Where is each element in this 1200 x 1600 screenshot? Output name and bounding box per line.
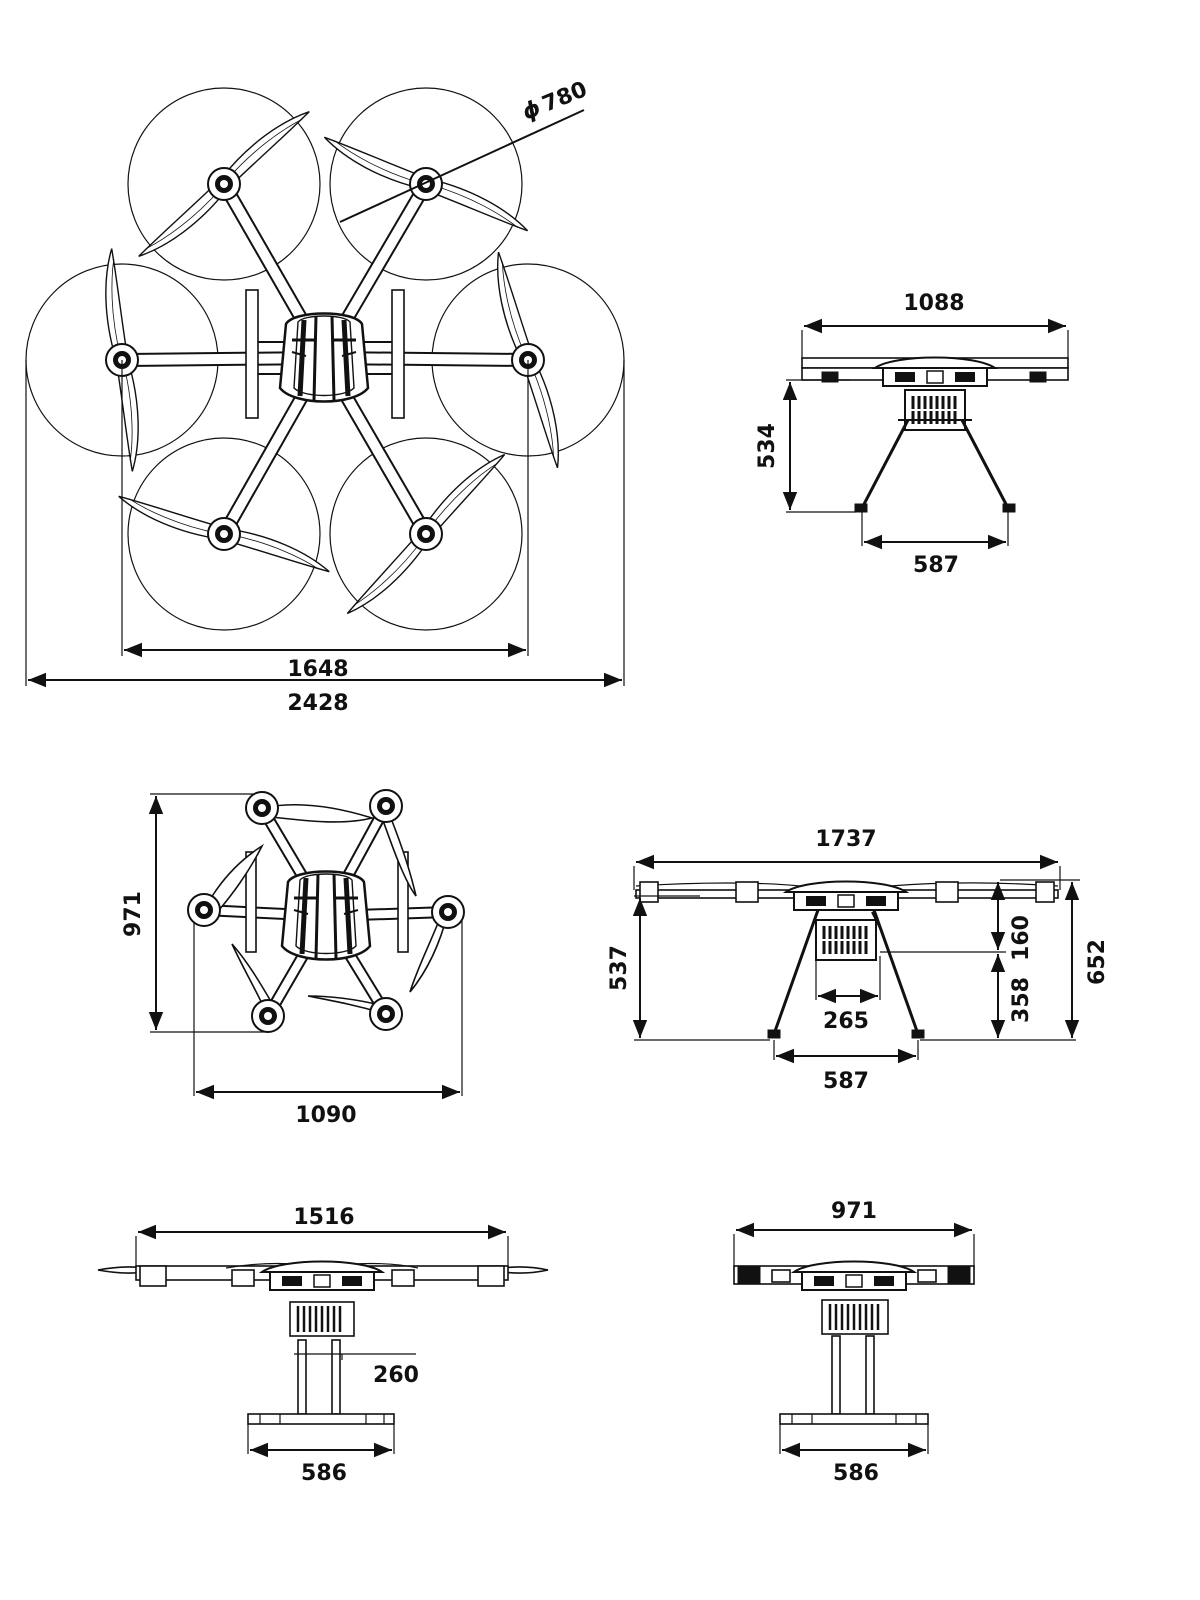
motor-icon: [207, 517, 241, 551]
front-height-label: 534: [755, 423, 780, 469]
battery-width-label: 265: [823, 1009, 869, 1034]
folded-front-view: 1516 260 586: [97, 1205, 549, 1486]
front-view: 1088 534 587: [755, 291, 1069, 578]
front-gear-label: 587: [913, 553, 959, 578]
arm-height-label: 160: [1009, 915, 1034, 961]
front-width-label: 1088: [903, 291, 964, 316]
motor-icon: [409, 167, 443, 201]
folded-front-skid-label: 586: [301, 1461, 347, 1486]
side-width-label: 1737: [815, 827, 876, 852]
folded-front-inner-label: 260: [373, 1363, 419, 1388]
overall-span-label: 2428: [287, 691, 348, 716]
top-view: ϕ 780 1648 2428: [25, 77, 625, 716]
folded-side-skid-label: 586: [833, 1461, 879, 1486]
motor-icon: [409, 517, 443, 551]
side-gear-label: 587: [823, 1069, 869, 1094]
rotor-disc: [127, 437, 321, 631]
rotor-disc: [329, 87, 523, 281]
folded-depth-label: 971: [121, 891, 146, 937]
battery-icon: [903, 388, 967, 432]
leg-height-label: 358: [1009, 977, 1034, 1023]
side-view: 1737 537 160 358 652 265: [607, 827, 1110, 1094]
side-height-left-label: 537: [607, 945, 632, 991]
rotor-disc: [127, 87, 321, 281]
inner-span-label: 1648: [287, 657, 348, 682]
landing-frame: [245, 289, 405, 419]
folded-side-view: 971 586: [733, 1199, 975, 1486]
folded-width-label: 1090: [295, 1103, 356, 1128]
folded-top-view: 971 1090: [121, 789, 465, 1128]
center-body: [280, 314, 368, 402]
motor-icon: [207, 167, 241, 201]
folded-front-width-label: 1516: [293, 1205, 354, 1230]
rotor-disc: [329, 437, 523, 631]
total-height-label: 652: [1085, 939, 1110, 985]
folded-side-width-label: 971: [831, 1199, 877, 1224]
